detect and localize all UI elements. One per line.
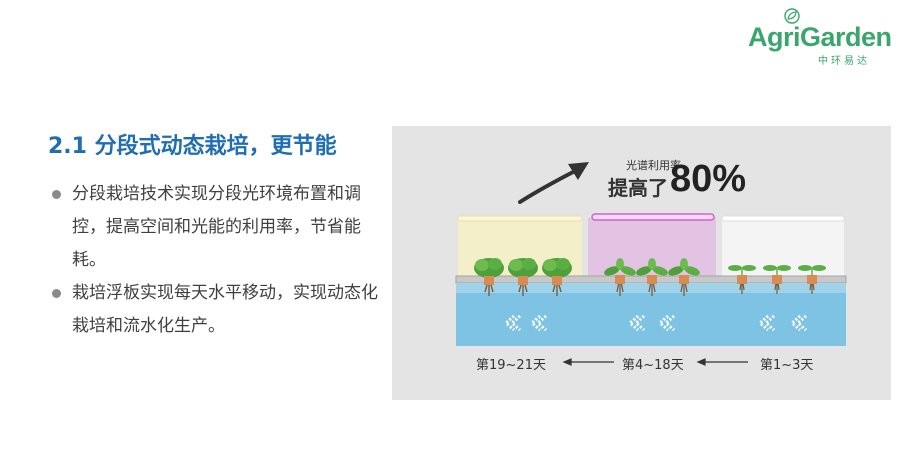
growing-plants	[604, 258, 700, 296]
flow-chevron-icon	[503, 314, 807, 332]
bullet-dot-icon	[52, 289, 61, 298]
diagram-scene	[455, 162, 847, 366]
timeline-arrow-icon	[562, 358, 748, 366]
logo-subtitle: 中环易达	[818, 56, 870, 67]
stage-label-initial: 第1~3天	[760, 358, 814, 373]
section-title: 2.1 分段式动态栽培，更节能	[48, 134, 337, 159]
rate-prefix: 提高了	[608, 176, 668, 200]
stage-label-middle: 第4~18天	[622, 358, 684, 373]
bullet-dot-icon	[52, 190, 61, 199]
leaf-icon	[784, 8, 800, 24]
logo-brand: AgriGarden	[748, 22, 892, 52]
logo: AgriGarden 中环易达	[748, 8, 892, 67]
bullet-item: 分段栽培技术实现分段光环境布置和调控，提高空间和光能的利用率，节省能耗。	[50, 178, 380, 277]
bullet-item: 栽培浮板实现每天水平移动，实现动态化栽培和流水化生产。	[50, 277, 380, 343]
growth-arrow-icon	[518, 162, 589, 204]
water-tank	[456, 283, 846, 346]
mature-plants	[474, 258, 572, 296]
bullet-list: 分段栽培技术实现分段光环境布置和调控，提高空间和光能的利用率，节省能耗。 栽培浮…	[50, 178, 380, 343]
bullet-text: 栽培浮板实现每天水平移动，实现动态化栽培和流水化生产。	[72, 283, 378, 336]
stage-label-final: 第19~21天	[476, 358, 546, 373]
rate-value: 80%	[670, 158, 747, 200]
seedlings	[728, 265, 826, 294]
cultivation-diagram: 光谱利用率 提高了 80% 第19~21天 第4~18天 第1~3天	[392, 126, 891, 400]
bullet-text: 分段栽培技术实现分段光环境布置和调控，提高空间和光能的利用率，节省能耗。	[72, 184, 361, 270]
rate-label: 光谱利用率	[626, 159, 681, 172]
